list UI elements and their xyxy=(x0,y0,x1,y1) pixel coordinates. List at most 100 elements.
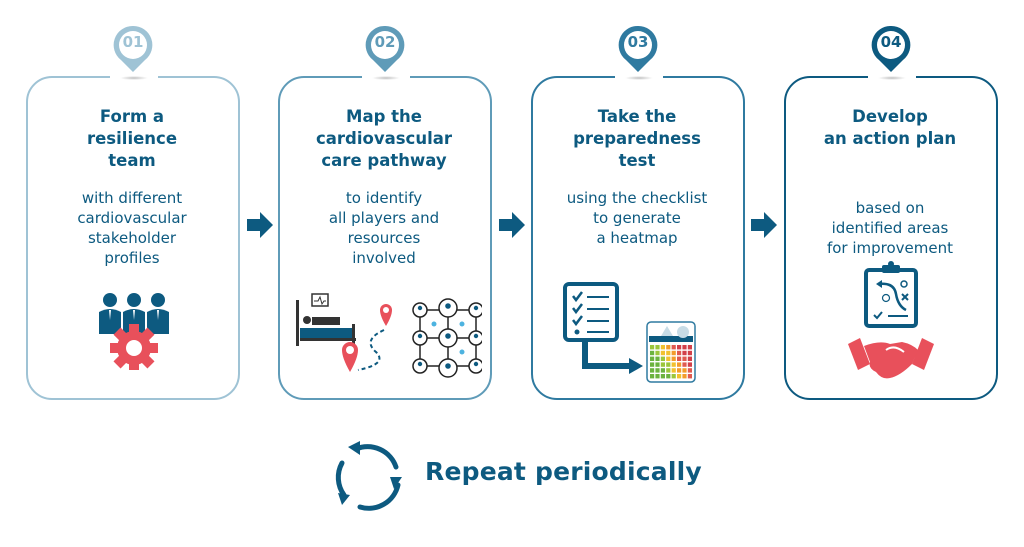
heatmap-cell xyxy=(660,374,665,379)
heatmap-cell xyxy=(650,350,655,356)
heatmap-cell xyxy=(655,356,660,361)
title-line: Develop xyxy=(852,107,928,126)
step-card xyxy=(278,74,492,400)
title-line: team xyxy=(108,151,156,170)
desc-line: to generate xyxy=(593,209,681,227)
clipboard-strategy-icon xyxy=(864,261,918,328)
heatmap-cell xyxy=(655,350,660,356)
heatmap-cell xyxy=(687,350,692,356)
step-title: Map the cardiovascular care pathway xyxy=(284,106,484,172)
step-number: 03 xyxy=(627,33,649,51)
heatmap-cell xyxy=(650,374,655,379)
cycle-arrows-icon xyxy=(330,437,410,517)
desc-line: cardiovascular xyxy=(77,209,187,227)
heatmap-cell xyxy=(677,374,682,379)
desc-line: to identify xyxy=(345,189,423,207)
heatmap-cell xyxy=(682,362,687,367)
heatmap-cell xyxy=(671,356,676,361)
route-pins-icon xyxy=(342,304,392,372)
step-4: 04 Develop an action plan based on ident… xyxy=(784,0,998,410)
heatmap-cell xyxy=(687,362,692,367)
heatmap-cell xyxy=(682,356,687,361)
desc-line: with different xyxy=(81,189,183,207)
step-1: 01 Form a resilience team with different… xyxy=(26,0,240,410)
next-step-arrow xyxy=(497,210,527,240)
heatmap-cell xyxy=(687,374,692,379)
title-line: Form a xyxy=(99,107,165,126)
heatmap-cell xyxy=(655,368,660,373)
heatmap-cell xyxy=(660,362,665,367)
heatmap-cell xyxy=(682,368,687,373)
heatmap-cell xyxy=(677,362,682,367)
heatmap-cell xyxy=(660,368,665,373)
step-3: 03 Take the preparedness test using the … xyxy=(531,0,745,410)
heatmap-cell xyxy=(650,356,655,361)
step-title: Form a resilience team xyxy=(32,106,232,172)
desc-line: profiles xyxy=(104,249,160,267)
heatmap-cell xyxy=(655,374,660,379)
step-number-pin: 03 xyxy=(616,24,660,76)
heatmap-cell xyxy=(677,345,682,350)
title-line: cardiovascular xyxy=(315,129,453,148)
desc-line: based on xyxy=(855,199,925,217)
heatmap-cell xyxy=(682,374,687,379)
step-number: 01 xyxy=(122,33,144,51)
title-line: Map the xyxy=(346,107,422,126)
heatmap-cell xyxy=(687,345,692,350)
step-description: using the checklist to generate a heatma… xyxy=(535,188,739,248)
title-line: resilience xyxy=(86,129,178,148)
step-number-pin: 02 xyxy=(363,24,407,76)
team-gear-icon xyxy=(96,290,172,374)
desc-line: using the checklist xyxy=(566,189,708,207)
heatmap-cell xyxy=(687,356,692,361)
heatmap-cell xyxy=(666,345,671,350)
heatmap-cell xyxy=(677,350,682,356)
checklist-heatmap-icon xyxy=(561,280,696,389)
step-number-pin: 01 xyxy=(111,24,155,76)
heatmap-cell xyxy=(671,374,676,379)
title-line: Take the xyxy=(597,107,677,126)
step-description: with different cardiovascular stakeholde… xyxy=(30,188,234,268)
hospital-bed-icon xyxy=(296,293,356,346)
step-title: Develop an action plan xyxy=(790,106,990,150)
clipboard-handshake-icon xyxy=(846,260,936,389)
desc-line: involved xyxy=(352,249,416,267)
heatmap-cell xyxy=(671,350,676,356)
heatmap-cell xyxy=(650,362,655,367)
heatmap-cell xyxy=(671,345,676,350)
heatmap-cell xyxy=(655,345,660,350)
desc-line: a heatmap xyxy=(596,229,678,247)
heatmap-cell xyxy=(666,368,671,373)
heatmap-cell xyxy=(666,350,671,356)
title-line: care pathway xyxy=(321,151,447,170)
title-line: test xyxy=(618,151,656,170)
step-2: 02 Map the cardiovascular care pathway t… xyxy=(278,0,492,410)
heatmap-cell xyxy=(666,356,671,361)
step-description: to identify all players and resources in… xyxy=(282,188,486,268)
step-number-pin: 04 xyxy=(869,24,913,76)
heatmap-cell xyxy=(682,350,687,356)
heatmap-cell xyxy=(666,362,671,367)
heatmap-cell xyxy=(677,368,682,373)
step-description: based on identified areas for improvemen… xyxy=(788,198,992,258)
heatmap-cell xyxy=(660,356,665,361)
step-number: 04 xyxy=(880,33,902,51)
heatmap-cell xyxy=(655,362,660,367)
care-pathway-network-icon xyxy=(292,292,484,386)
step-card xyxy=(531,74,745,400)
step-number: 02 xyxy=(374,33,396,51)
title-line: an action plan xyxy=(823,129,957,148)
heatmap-cell xyxy=(671,368,676,373)
title-line: preparedness xyxy=(573,129,701,148)
heatmap-cell xyxy=(677,356,682,361)
next-step-arrow xyxy=(245,210,275,240)
heatmap-cell xyxy=(660,345,665,350)
desc-line: all players and xyxy=(328,209,440,227)
desc-line: for improvement xyxy=(826,239,954,257)
desc-line: stakeholder xyxy=(87,229,177,247)
next-step-arrow xyxy=(749,210,779,240)
heatmap-cell xyxy=(660,350,665,356)
desc-line: identified areas xyxy=(831,219,949,237)
desc-line: resources xyxy=(347,229,421,247)
handshake-icon xyxy=(848,338,934,379)
